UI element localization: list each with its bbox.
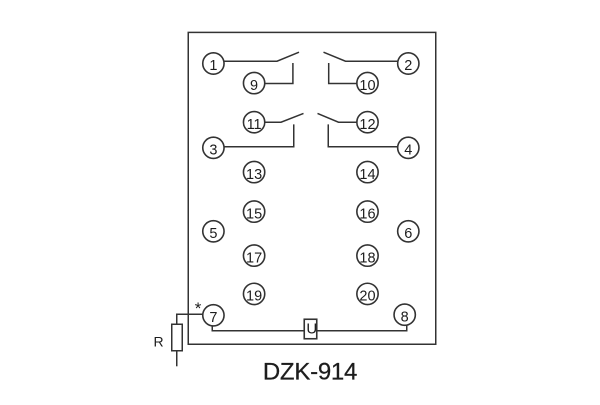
svg-text:10: 10 <box>359 78 375 94</box>
svg-text:2: 2 <box>404 58 412 74</box>
svg-text:5: 5 <box>209 226 217 242</box>
svg-text:1: 1 <box>209 58 217 74</box>
svg-text:4: 4 <box>404 143 412 159</box>
svg-text:17: 17 <box>246 250 262 266</box>
svg-text:6: 6 <box>404 226 412 242</box>
svg-text:R: R <box>153 333 163 349</box>
svg-text:18: 18 <box>359 250 375 266</box>
svg-text:9: 9 <box>250 78 258 94</box>
svg-text:7: 7 <box>209 310 217 326</box>
svg-text:14: 14 <box>359 167 375 183</box>
svg-text:16: 16 <box>359 206 375 222</box>
svg-text:DZK-914: DZK-914 <box>263 359 357 386</box>
svg-text:8: 8 <box>401 309 409 325</box>
svg-text:19: 19 <box>246 289 262 305</box>
svg-text:13: 13 <box>246 167 262 183</box>
svg-text:3: 3 <box>209 143 217 159</box>
svg-text:20: 20 <box>359 289 375 305</box>
svg-text:15: 15 <box>246 206 262 222</box>
svg-text:U: U <box>306 320 317 337</box>
svg-text:*: * <box>195 299 202 318</box>
svg-text:11: 11 <box>247 117 262 133</box>
svg-text:12: 12 <box>359 117 375 133</box>
